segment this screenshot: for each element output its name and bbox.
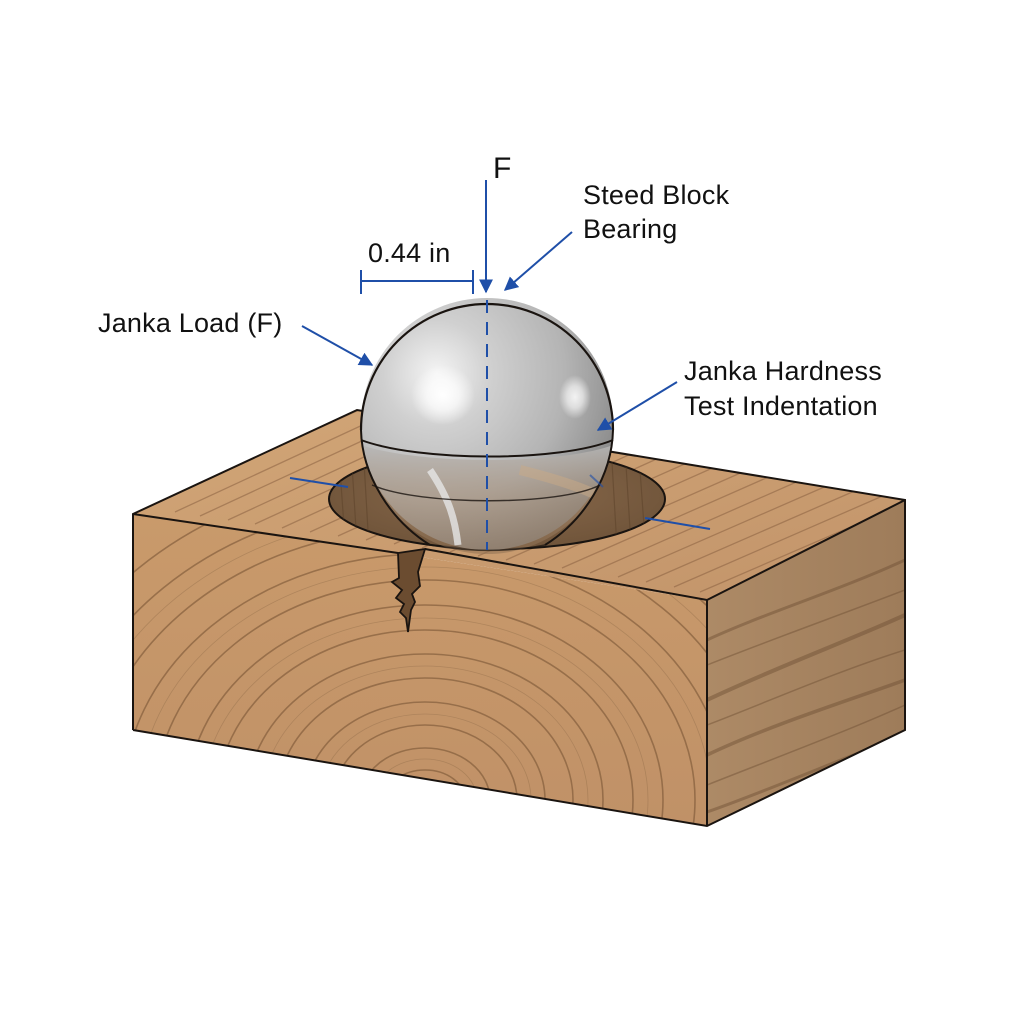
janka-load-label: Janka Load (F): [98, 308, 283, 338]
dimension-label: 0.44 in: [368, 238, 451, 268]
indentation-label-line1: Janka Hardness: [684, 356, 882, 386]
force-label: F: [493, 152, 512, 185]
block-outline: [132, 408, 906, 828]
steel-ball-indenter: [359, 298, 615, 554]
leader-arrow-icon: [596, 381, 678, 431]
steel-block-label-line2: Bearing: [583, 214, 678, 244]
wood-side-face: [707, 500, 905, 826]
leader-arrow-icon: [503, 231, 573, 291]
sphere-highlight: [411, 365, 475, 425]
dimension-bracket-icon: [360, 270, 474, 294]
wood-crack: [390, 547, 427, 633]
wood-front-face: [133, 514, 707, 826]
steel-block-label-line1: Steed Block: [583, 180, 730, 210]
annotations: [289, 180, 711, 550]
leader-arrow-icon: [301, 325, 374, 366]
indentation-label-line2: Test Indentation: [684, 391, 878, 421]
